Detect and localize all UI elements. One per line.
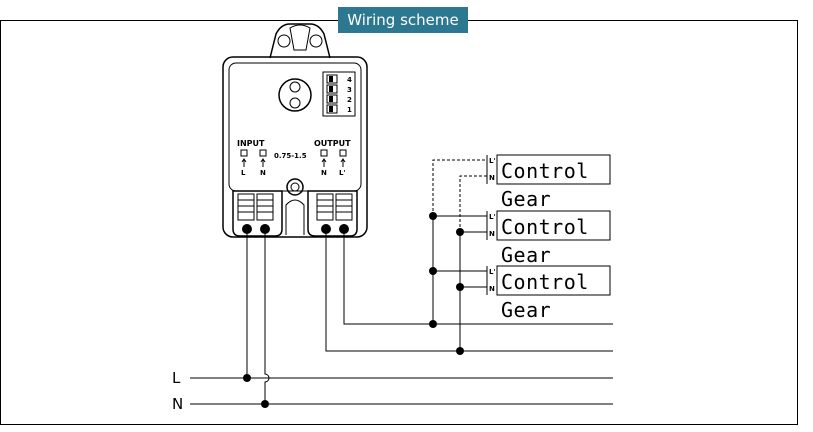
- gear-pin-l: L': [489, 157, 496, 165]
- junction-dot: [456, 283, 464, 291]
- gear-label-line1: Control: [501, 270, 589, 294]
- junction-dot: [429, 320, 437, 328]
- terminal-l-label: L: [241, 169, 246, 177]
- wire-size-label: 0.75-1.5: [274, 152, 307, 160]
- sensor-lens-icon: [278, 78, 312, 112]
- gear-pin-n: N: [489, 230, 495, 238]
- junction-dot: [429, 267, 437, 275]
- terminal-n-label: N: [260, 169, 266, 177]
- gear-pin-n: N: [489, 285, 495, 293]
- control-gear-1: L' N Control Gear: [486, 154, 611, 211]
- junction-dot: [261, 400, 269, 408]
- device-body: [222, 56, 368, 238]
- mount-hole-right: [309, 34, 323, 48]
- gear-pin-n: N: [489, 174, 495, 182]
- junction-dot: [429, 212, 437, 220]
- input-label: INPUT: [237, 139, 265, 148]
- terminal-out-l-label: L': [339, 169, 346, 177]
- gear-pin-l: L': [489, 213, 496, 221]
- diagram-frame: [0, 20, 798, 425]
- dip-number-4: 4: [347, 76, 352, 84]
- control-gear-3: L' N Control Gear: [486, 265, 611, 322]
- mains-n-label: N: [172, 395, 183, 413]
- dip-number-3: 3: [347, 86, 352, 94]
- wiring: [190, 159, 613, 405]
- gear-pin-l: L': [489, 268, 496, 276]
- gear-label-line1: Control: [501, 159, 589, 183]
- diagram-title: Wiring scheme: [338, 7, 468, 33]
- control-gear-2: L' N Control Gear: [486, 210, 611, 267]
- dip-switch: 4 3 2 1: [322, 71, 356, 117]
- dip-number-2: 2: [347, 96, 352, 104]
- gear-label-line1: Control: [501, 215, 589, 239]
- mains-l-label: L: [172, 369, 181, 387]
- junction-dot: [243, 374, 251, 382]
- gear-label-line2: Gear: [501, 298, 551, 322]
- gear-label-line2: Gear: [501, 187, 551, 211]
- dip-number-1: 1: [347, 106, 352, 114]
- mount-hole-left: [277, 34, 291, 48]
- input-terminal-block: [232, 190, 283, 237]
- output-label: OUTPUT: [314, 139, 351, 148]
- output-terminal-block: [307, 190, 358, 237]
- gear-label-line2: Gear: [501, 243, 551, 267]
- junction-dot: [456, 228, 464, 236]
- junction-dot: [456, 347, 464, 355]
- terminal-out-n-label: N: [321, 169, 327, 177]
- sensor-device: 4 3 2 1 INPUT OUTPUT 0.75-1.5 L N N L': [222, 23, 368, 238]
